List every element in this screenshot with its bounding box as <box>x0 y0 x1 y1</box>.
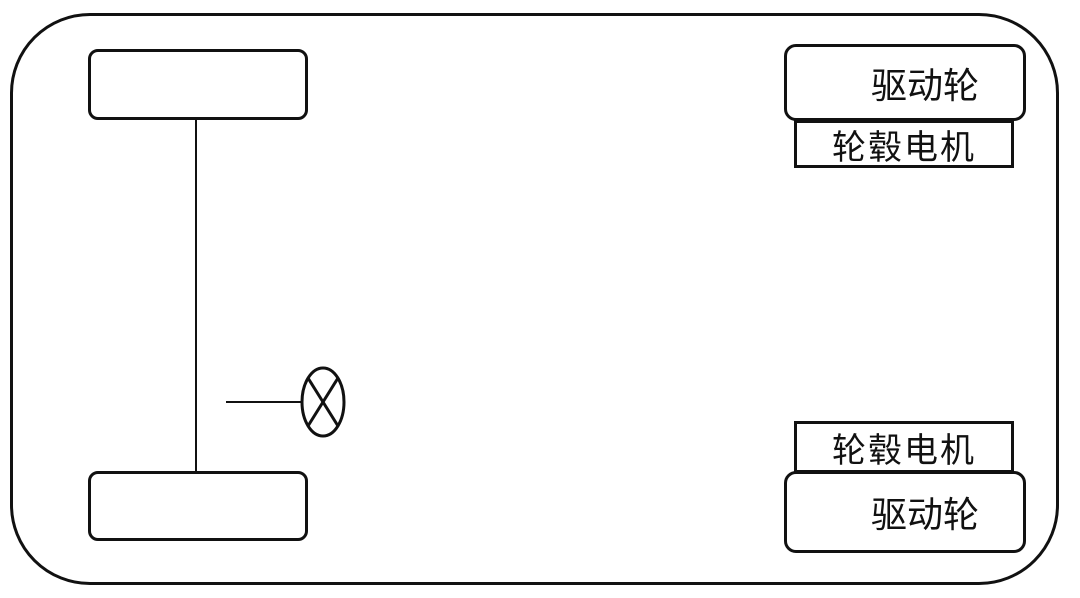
hub-motor-label: 轮毂电机 <box>832 127 976 168</box>
drive-wheel-label: 驱动轮 <box>870 65 979 107</box>
hub-motor-bottom-right: 轮毂电机 <box>794 421 1014 473</box>
left-top-wheel <box>88 49 308 120</box>
cross-circle-icon <box>300 366 346 438</box>
hub-motor-top-right: 轮毂电机 <box>794 120 1014 168</box>
hub-motor-label: 轮毂电机 <box>832 430 976 471</box>
vehicle-chassis-outline <box>10 13 1059 585</box>
drive-wheel-bottom-right: 驱动轮 <box>784 471 1026 553</box>
drive-wheel-top-right: 驱动轮 <box>784 44 1026 121</box>
drive-wheel-label: 驱动轮 <box>870 495 979 536</box>
left-bottom-wheel <box>88 471 308 541</box>
